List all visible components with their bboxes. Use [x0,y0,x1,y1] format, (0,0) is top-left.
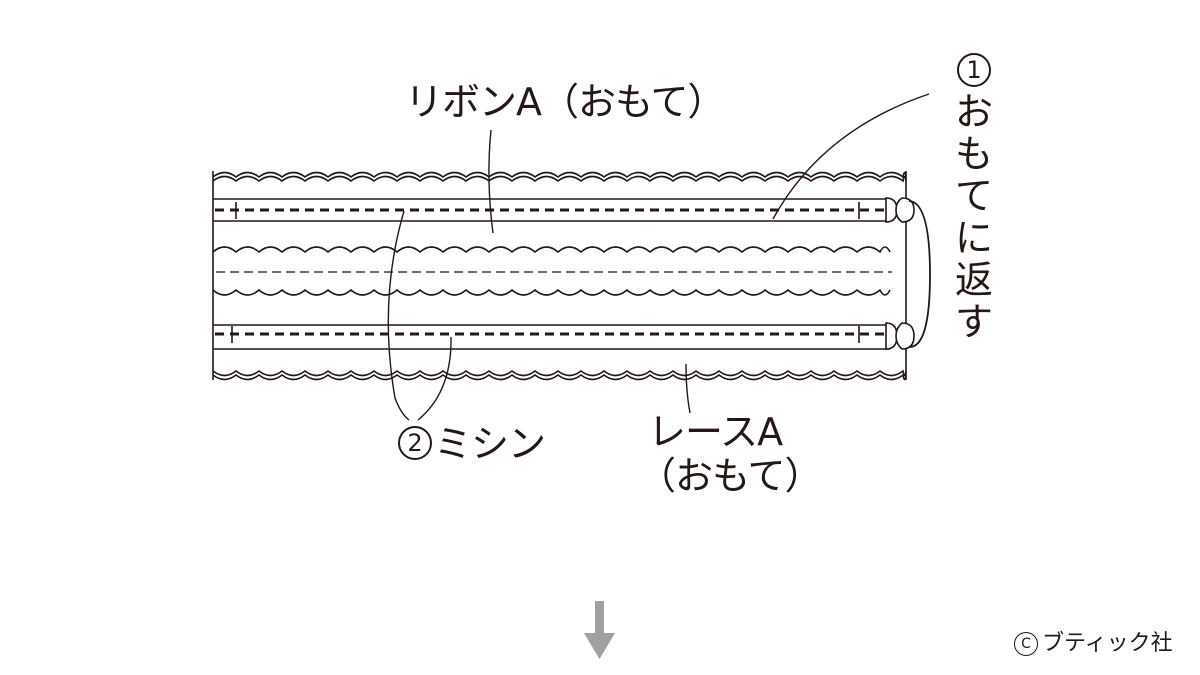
ribbon-fold-bottom-right [895,322,915,350]
copyright-icon: C [1014,632,1038,656]
turn-char-5: す [954,300,993,344]
lace-top-scallop [212,171,907,179]
ribbon-leader-line [488,129,494,234]
step-2-badge: 2 [398,426,432,460]
ribbon-fold-top-right [895,197,915,223]
down-arrow-icon [584,601,615,659]
turn-char-2: て [954,174,993,218]
turn-char-0: お [954,90,993,134]
lace-a-label-line2: （おもて） [638,454,822,498]
turn-bracket [908,200,931,348]
turn-char-4: 返 [954,258,993,302]
turn-char-3: に [954,216,993,260]
lace-bottom-scallop-inner [212,373,907,381]
lace-bottom-scallop [212,369,907,377]
lace-top-scallop-inner [212,175,907,183]
ribbon-a-label: リボンA（おもて） [405,80,725,124]
sewing-leader-line-2 [417,336,452,421]
turn-right-side-out-label: 1 お も て に 返 す [952,53,996,343]
turn-leader-line [772,93,930,220]
lace-a-label-line1: レースA [648,410,783,454]
ribbon-middle-scallop-upper [212,246,891,254]
sewing-leader-line-1 [387,210,410,421]
sewing-text: ミシン [434,422,546,466]
lace-leader-line [685,363,691,414]
turn-char-1: も [954,132,993,176]
copyright-text: ブティック社 [1042,631,1173,656]
ribbon-middle-scallop-lower [212,288,891,296]
step-1-badge: 1 [957,53,991,87]
